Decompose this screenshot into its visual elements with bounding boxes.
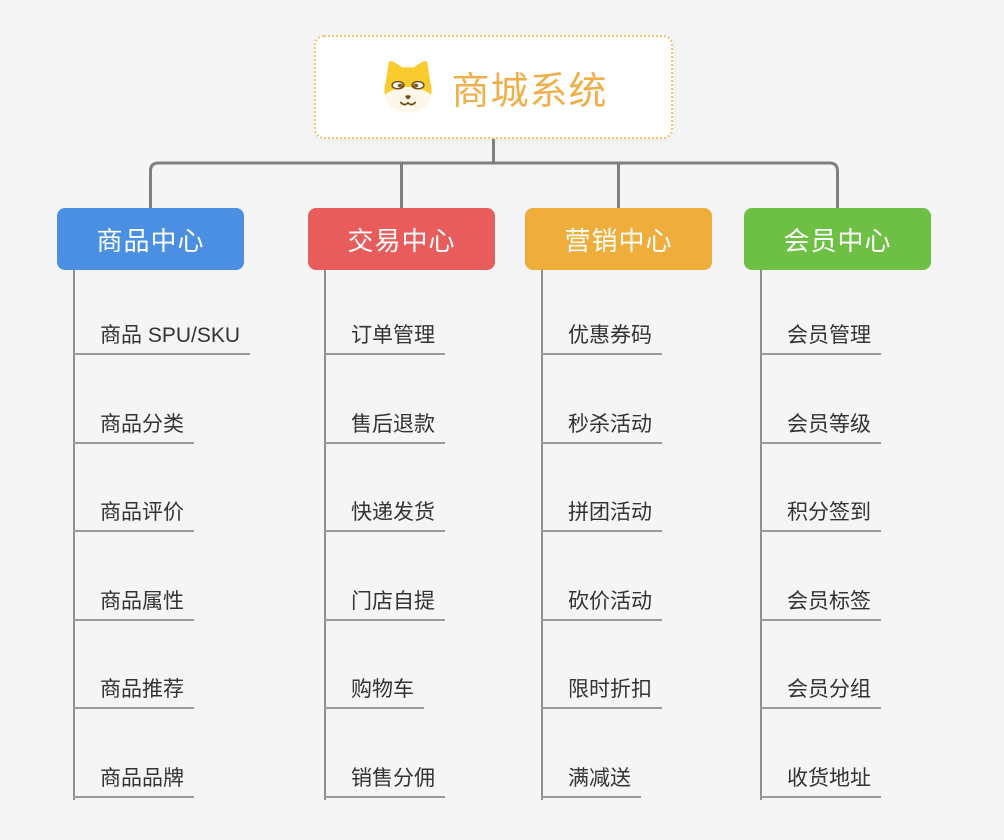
leaf-label: 销售分佣: [351, 766, 435, 790]
shiba-dog-icon: [384, 61, 433, 113]
leaf-node[interactable]: 商品评价: [73, 444, 194, 533]
leaf-label: 订单管理: [351, 324, 435, 347]
leaf-node[interactable]: 会员管理: [760, 270, 881, 355]
root-title: 商城系统: [451, 70, 608, 113]
branch-node[interactable]: 交易中心: [308, 208, 495, 270]
leaf-label: 满减送: [568, 766, 631, 790]
leaf-label: 会员等级: [787, 412, 871, 436]
leaf-node[interactable]: 拼团活动: [541, 444, 662, 533]
leaf-node[interactable]: 订单管理: [324, 270, 445, 355]
root-node[interactable]: 商城系统: [314, 35, 673, 139]
branch-trunk-line: [73, 270, 75, 800]
leaf-label: 售后退款: [351, 412, 435, 436]
leaf-label: 商品属性: [100, 589, 184, 613]
leaf-node[interactable]: 收货地址: [760, 709, 881, 798]
branch-trunk-line: [541, 270, 543, 800]
leaf-label: 收货地址: [787, 766, 871, 790]
branch-node[interactable]: 商品中心: [57, 208, 244, 270]
leaf-label: 积分签到: [787, 501, 871, 525]
branch-trunk-line: [760, 270, 762, 800]
leaf-label: 会员分组: [787, 678, 871, 702]
leaf-label: 门店自提: [351, 589, 435, 613]
branch-node[interactable]: 营销中心: [525, 208, 712, 270]
leaf-node[interactable]: 售后退款: [324, 355, 445, 444]
leaf-label: 商品 SPU/SKU: [100, 324, 241, 347]
leaf-label: 商品品牌: [100, 766, 184, 790]
leaf-label: 拼团活动: [568, 501, 652, 525]
leaf-node[interactable]: 砍价活动: [541, 532, 662, 621]
leaf-node[interactable]: 积分签到: [760, 444, 881, 533]
leaf-node[interactable]: 购物车: [324, 621, 424, 710]
branch-item-column: 订单管理售后退款快递发货门店自提购物车销售分佣: [324, 270, 445, 798]
leaf-node[interactable]: 商品推荐: [73, 621, 194, 710]
leaf-label: 限时折扣: [568, 678, 652, 702]
leaf-node[interactable]: 秒杀活动: [541, 355, 662, 444]
branch-trunk-line: [324, 270, 326, 800]
leaf-label: 会员标签: [787, 589, 871, 613]
leaf-node[interactable]: 商品属性: [73, 532, 194, 621]
leaf-node[interactable]: 限时折扣: [541, 621, 662, 710]
branch-item-column: 商品 SPU/SKU 商品分类商品评价商品属性商品推荐商品品牌: [73, 270, 251, 798]
branch-node[interactable]: 会员中心: [744, 208, 931, 270]
leaf-node[interactable]: 优惠券码: [541, 270, 662, 355]
leaf-node[interactable]: 商品分类: [73, 355, 194, 444]
leaf-node[interactable]: 会员标签: [760, 532, 881, 621]
leaf-node[interactable]: 商品品牌: [73, 709, 194, 798]
leaf-node[interactable]: 商品 SPU/SKU: [73, 270, 251, 355]
leaf-node[interactable]: 会员等级: [760, 355, 881, 444]
leaf-label: 秒杀活动: [568, 412, 652, 436]
leaf-label: 商品推荐: [100, 678, 184, 702]
leaf-node[interactable]: 会员分组: [760, 621, 881, 710]
leaf-label: 商品分类: [100, 412, 184, 436]
leaf-label: 商品评价: [100, 501, 184, 525]
leaf-node[interactable]: 门店自提: [324, 532, 445, 621]
leaf-node[interactable]: 销售分佣: [324, 709, 445, 798]
leaf-label: 优惠券码: [568, 324, 652, 347]
leaf-label: 快递发货: [351, 501, 435, 525]
leaf-label: 砍价活动: [568, 589, 652, 613]
branch-item-column: 优惠券码秒杀活动拼团活动砍价活动限时折扣满减送: [541, 270, 662, 798]
leaf-label: 会员管理: [787, 324, 871, 347]
leaf-label: 购物车: [351, 678, 414, 702]
leaf-node[interactable]: 快递发货: [324, 444, 445, 533]
branch-item-column: 会员管理会员等级积分签到会员标签会员分组收货地址: [760, 270, 881, 798]
leaf-node[interactable]: 满减送: [541, 709, 641, 798]
